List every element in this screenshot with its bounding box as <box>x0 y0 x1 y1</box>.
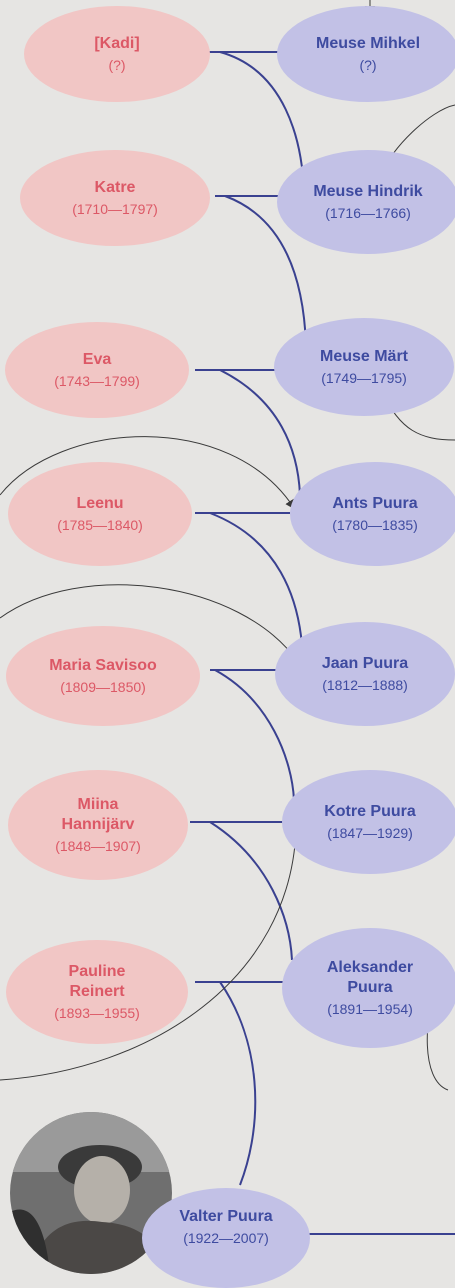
person-years: (1893—1955) <box>54 1004 140 1021</box>
person-years: (?) <box>359 56 377 73</box>
descent-curve-7 <box>219 981 257 1186</box>
mother-node: [Kadi] (?) <box>24 6 210 102</box>
person-years: (1922—2007) <box>183 1229 269 1246</box>
mother-node: Leenu (1785—1840) <box>8 462 192 566</box>
descent-curve-2 <box>224 195 307 346</box>
person-years: (1716—1766) <box>325 204 411 221</box>
descent-curve-5 <box>214 669 295 801</box>
mother-node: Maria Savisoo (1809—1850) <box>6 626 200 726</box>
person-name: Katre <box>94 178 136 196</box>
person-name: Jaan Puura <box>321 654 409 672</box>
mother-node: Katre (1710—1797) <box>20 150 210 246</box>
person-name: Pauline Reinert <box>68 962 126 1000</box>
annotation-arc-2 <box>0 584 300 664</box>
person-years: (1812—1888) <box>322 676 408 693</box>
person-name: Leenu <box>76 494 124 512</box>
person-years: (1780—1835) <box>332 516 418 533</box>
mother-node: Miina Hannijärv (1848—1907) <box>8 770 188 880</box>
father-node: Aleksander Puura (1891—1954) <box>282 928 455 1048</box>
person-years: (?) <box>108 56 126 73</box>
mother-node: Pauline Reinert (1893—1955) <box>6 940 188 1044</box>
connector-lines <box>0 0 455 1235</box>
father-node: Meuse Hindrik (1716—1766) <box>277 150 455 254</box>
descendant-node: Valter Puura (1922—2007) <box>142 1188 310 1288</box>
person-name: Meuse Mihkel <box>315 34 421 52</box>
person-name: Eva <box>82 350 112 368</box>
father-node: Meuse Märt (1749—1795) <box>274 318 454 416</box>
person-years: (1848—1907) <box>55 837 141 854</box>
person-name: Miina Hannijärv <box>61 795 135 833</box>
father-node: Meuse Mihkel (?) <box>277 6 455 102</box>
person-name: [Kadi] <box>94 34 140 52</box>
annotation-arc-1 <box>0 436 296 510</box>
descent-curve-3 <box>219 369 301 496</box>
mother-node: Eva (1743—1799) <box>5 322 189 418</box>
father-node: Ants Puura (1780—1835) <box>290 462 455 566</box>
person-name: Maria Savisoo <box>49 656 157 674</box>
person-years: (1891—1954) <box>327 1000 413 1017</box>
person-name: Aleksander Puura <box>326 958 414 996</box>
person-years: (1743—1799) <box>54 372 140 389</box>
father-node: Kotre Puura (1847—1929) <box>282 770 455 874</box>
person-years: (1749—1795) <box>321 369 407 386</box>
person-name: Valter Puura <box>179 1207 273 1225</box>
person-years: (1710—1797) <box>72 200 158 217</box>
annotation-arc-3 <box>0 828 301 1081</box>
father-node: Jaan Puura (1812—1888) <box>275 622 455 726</box>
descent-curve-6 <box>209 821 293 961</box>
person-name: Meuse Hindrik <box>313 182 423 200</box>
person-years: (1785—1840) <box>57 516 143 533</box>
person-name: Kotre Puura <box>324 802 416 820</box>
person-name: Meuse Märt <box>319 347 409 365</box>
person-years: (1809—1850) <box>60 678 146 695</box>
person-years: (1847—1929) <box>327 824 413 841</box>
person-name: Ants Puura <box>332 494 418 512</box>
descent-curve-4 <box>209 512 303 646</box>
